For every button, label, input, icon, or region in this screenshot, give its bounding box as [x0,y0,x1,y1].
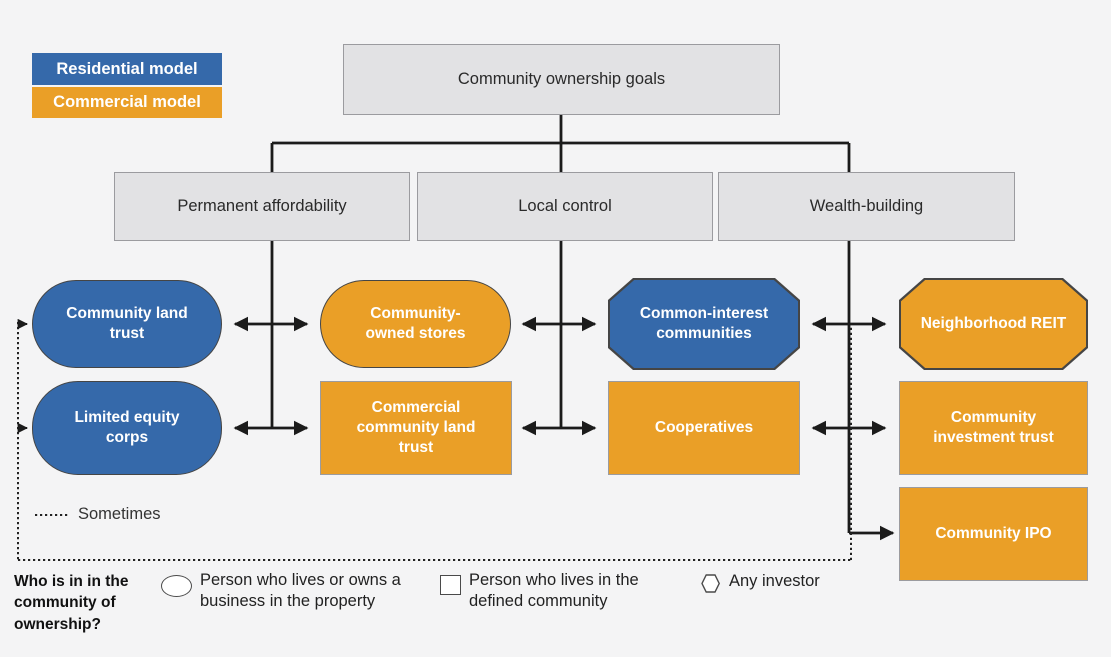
footer-item-label: Person who lives or owns a business in t… [200,571,401,610]
goal-label: Wealth-building [809,197,924,215]
node-limited-equity-corps: Limited equity corps [32,381,222,475]
node-wealth-building: Wealth-building [718,172,1015,241]
footer-question: Who is in in the community of ownership? [14,573,129,633]
sometimes-arrowheads [17,318,29,434]
legend-residential-label: Residential model [56,59,198,78]
node-cooperatives: Cooperatives [608,381,800,475]
model-label: Community-owned stores [365,305,466,342]
model-label: Community land trust [66,305,188,342]
node-community-investment-trust: Community investment trust [899,381,1088,475]
footer-item-label: Any investor [729,572,820,590]
model-label: Neighborhood REIT [920,315,1067,333]
model-label: Community investment trust [933,409,1054,446]
node-common-interest-communities: Common-interest communities [608,278,800,370]
octagon-fill [610,280,799,369]
goal-label: Permanent affordability [177,197,347,215]
ellipse-icon [161,575,192,597]
legend-commercial-model: Commercial model [32,87,222,118]
octagon-fill [901,280,1087,369]
model-label: Cooperatives [654,419,754,437]
square-icon [440,575,461,595]
footer-item-label: Person who lives in the defined communit… [469,571,639,610]
node-permanent-affordability: Permanent affordability [114,172,410,241]
model-label: Community IPO [935,525,1052,543]
root-label: Community ownership goals [457,70,666,88]
node-community-ipo: Community IPO [899,487,1088,581]
model-label: Common-interest communities [639,305,769,342]
node-local-control: Local control [417,172,713,241]
model-label: Limited equity corps [74,409,180,446]
exchange-arrows [233,316,887,436]
node-community-land-trust: Community land trust [32,280,222,368]
node-neighborhood-reit: Neighborhood REIT [899,278,1088,370]
hexagon-icon [701,574,720,593]
sometimes-legend-label: Sometimes [78,505,161,523]
legend-commercial-label: Commercial model [53,93,201,111]
node-community-ownership-goals: Community ownership goals [343,44,780,115]
node-commercial-community-land-trust: Commercial community land trust [320,381,512,475]
legend-residential-model: Residential model [32,53,222,85]
node-community-owned-stores: Community-owned stores [320,280,511,368]
model-label: Commercial community land trust [356,399,476,456]
goal-label: Local control [518,197,612,215]
